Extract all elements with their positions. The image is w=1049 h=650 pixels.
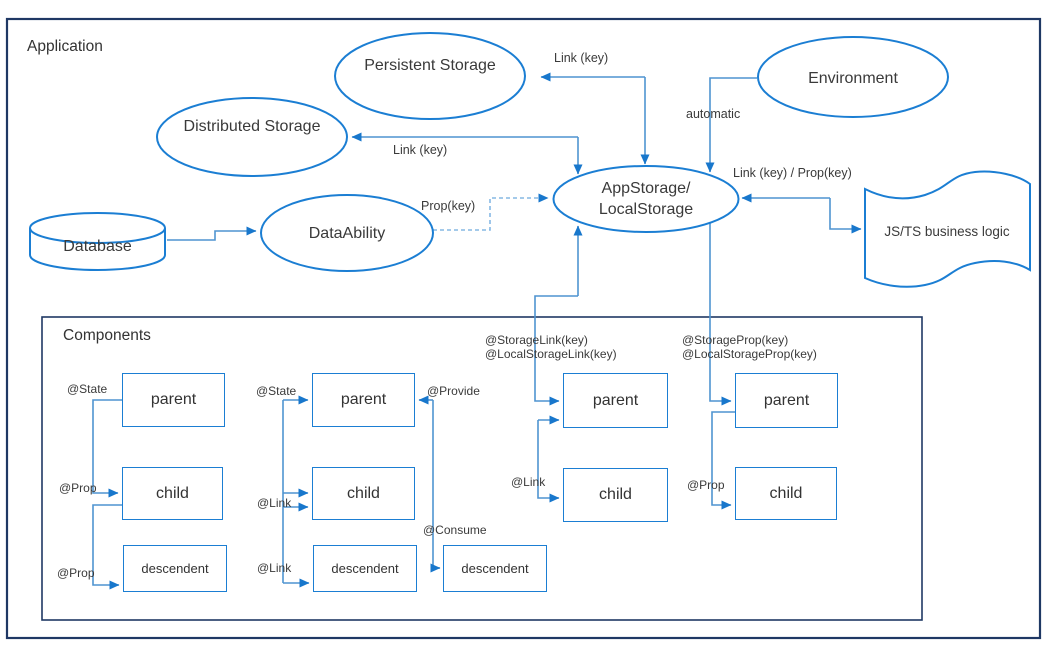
- jsts-label: JS/TS business logic: [884, 224, 1010, 239]
- database-cylinder-top: [29, 212, 166, 244]
- appstorage-ellipse: [552, 165, 740, 233]
- dataability-label: DataAbility: [308, 225, 386, 242]
- link-key-persistent-label: Link (key): [554, 51, 609, 65]
- g3-localstoragelink-label: @LocalStorageLink(key): [485, 347, 617, 361]
- g4-storageprop-label: @StorageProp(key): [682, 333, 789, 347]
- g3-link-label: @Link: [511, 475, 546, 489]
- persistent-storage-ellipse: [334, 32, 526, 120]
- link-prop-key-label: Link (key) / Prop(key): [733, 166, 852, 180]
- automatic-label: automatic: [686, 107, 741, 121]
- environment-ellipse: [757, 36, 949, 118]
- jsts-tape-shape: [864, 170, 1031, 288]
- g3-decorators-label: @StorageLink(key) @LocalStorageLink(key): [485, 333, 617, 361]
- g2-descendent-box: descendent: [313, 545, 417, 592]
- connector-lines: [92, 72, 862, 590]
- g2-provide-label: @Provide: [427, 384, 480, 398]
- g1-state-label: @State: [67, 382, 108, 396]
- g2-descendent2-box: descendent: [443, 545, 547, 592]
- application-title: Application: [27, 38, 103, 55]
- distributed-storage-ellipse: [156, 97, 348, 177]
- distributed-storage-label: Distributed Storage: [183, 118, 321, 135]
- edge-group1-parent-child: [92, 399, 122, 498]
- g1-prop1-label: @Prop: [59, 481, 97, 495]
- edge-group3-link-child: [537, 420, 560, 503]
- edge-environment-appstorage: [705, 77, 757, 173]
- appstorage-label: AppStorage/ LocalStorage: [598, 180, 694, 218]
- g2-link2-label: @Link: [257, 561, 292, 575]
- application-frame: [5, 17, 1042, 640]
- g2-child-box: child: [312, 467, 415, 520]
- g2-consume-label: @Consume: [423, 523, 487, 537]
- link-key-distributed-label: Link (key): [393, 143, 448, 157]
- components-frame: [41, 316, 923, 621]
- edge-dataability-appstorage: [433, 193, 549, 231]
- edge-appstorage-group3-parent: [534, 295, 578, 406]
- g4-prop-label: @Prop: [687, 478, 725, 492]
- edge-group1-child-descendent: [92, 504, 122, 590]
- g1-prop2-label: @Prop: [57, 566, 95, 580]
- persistent-storage-label: Persistent Storage: [364, 57, 496, 74]
- g3-storagelink-label: @StorageLink(key): [485, 333, 588, 347]
- g2-state-label: @State: [256, 384, 297, 398]
- edge-database-dataability: [167, 226, 257, 241]
- g3-child-box: child: [563, 468, 668, 522]
- g3-parent-box: parent: [563, 373, 668, 428]
- g1-descendent-box: descendent: [123, 545, 227, 592]
- g4-localstorageprop-label: @LocalStorageProp(key): [682, 347, 817, 361]
- database-label: Database: [63, 238, 132, 255]
- g4-parent-box: parent: [735, 373, 838, 428]
- g2-link1-label: @Link: [257, 496, 292, 510]
- g4-decorators-label: @StorageProp(key) @LocalStorageProp(key): [682, 333, 817, 361]
- g2-parent-box: parent: [312, 373, 415, 427]
- edge-group4-prop-child: [711, 411, 735, 510]
- edge-appstorage-group4-parent: [709, 222, 732, 406]
- g1-parent-box: parent: [122, 373, 225, 427]
- prop-key-label: Prop(key): [421, 199, 476, 213]
- environment-label: Environment: [808, 70, 898, 87]
- g4-child-box: child: [735, 467, 837, 520]
- dataability-ellipse: [260, 194, 434, 272]
- edge-appstorage-jsts: [829, 198, 862, 234]
- g1-child-box: child: [122, 467, 223, 520]
- components-title: Components: [63, 327, 151, 344]
